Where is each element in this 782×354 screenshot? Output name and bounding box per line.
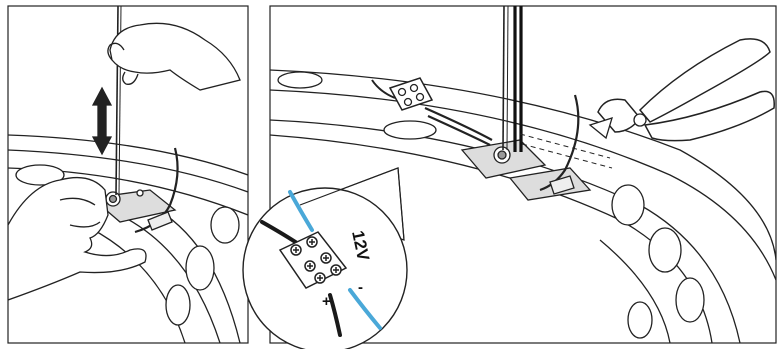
right-panel: 12V + - (243, 6, 776, 349)
plus-label: + (322, 293, 331, 310)
minus-label: - (358, 279, 363, 296)
wiring-callout: 12V + - (243, 168, 407, 349)
left-panel (8, 6, 248, 343)
